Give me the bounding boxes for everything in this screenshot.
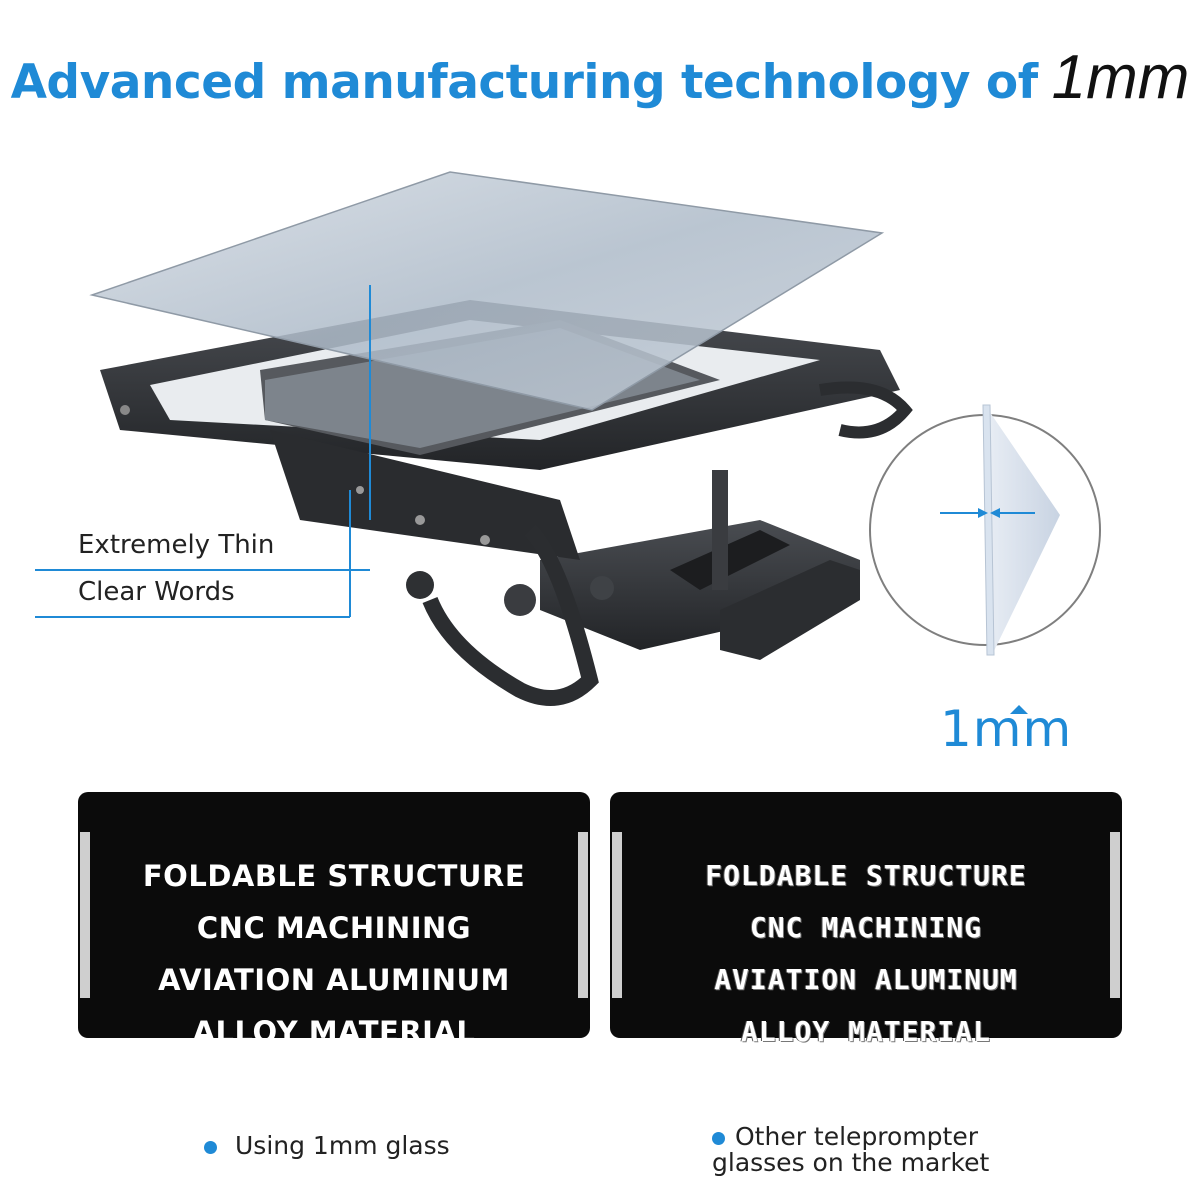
callout-extremely-thin: Extremely Thin <box>78 530 275 560</box>
thickness-marker <box>1010 705 1028 714</box>
headline-emphasis: 1mm <box>1051 43 1190 112</box>
magnifier-circle <box>869 404 1101 656</box>
mount-base <box>540 470 860 660</box>
headline-text: Advanced manufacturing technology of <box>10 55 1039 110</box>
panel-line: AVIATION ALUMINUM <box>158 963 510 997</box>
caption-left: Using 1mm glass <box>204 1133 450 1159</box>
panel-edge-left <box>612 832 622 998</box>
panel-line: FOLDABLE STRUCTURE <box>142 859 526 893</box>
panel-line: ALLOY MATERIAL <box>740 1015 991 1048</box>
glass-panel <box>89 171 885 411</box>
comparison-panel-1mm: FOLDABLE STRUCTURE CNC MACHINING AVIATIO… <box>78 792 590 1049</box>
thickness-label: 1mm <box>940 700 1073 758</box>
panel-line: CNC MACHINING <box>196 911 472 945</box>
teleprompter-illustration <box>35 171 1101 714</box>
callout-clear-words: Clear Words <box>78 577 235 607</box>
panel-text-lines: FOLDABLE STRUCTURE CNC MACHINING AVIATIO… <box>610 850 1122 1058</box>
caption-right-text: Other teleprompter glasses on the market <box>712 1122 990 1177</box>
bullet-dot-icon <box>712 1131 725 1145</box>
panel-edge-left <box>80 832 90 998</box>
caption-left-text: Using 1mm glass <box>235 1131 450 1160</box>
comparison-panel-other: FOLDABLE STRUCTURE CNC MACHINING AVIATIO… <box>610 792 1122 1048</box>
panel-line: CNC MACHINING <box>749 911 983 944</box>
panel-line: AVIATION ALUMINUM <box>714 963 1018 996</box>
bullet-dot-icon <box>204 1140 217 1154</box>
panel-text-lines: FOLDABLE STRUCTURE CNC MACHINING AVIATIO… <box>78 850 590 1058</box>
panel-line: ALLOY MATERIAL <box>192 1015 476 1049</box>
callout-lines <box>35 285 371 618</box>
panel-line: FOLDABLE STRUCTURE <box>705 859 1027 892</box>
panel-edge-right <box>578 832 588 998</box>
panel-edge-right <box>1110 832 1120 998</box>
caption-right: Other teleprompter glasses on the market <box>712 1124 1042 1176</box>
